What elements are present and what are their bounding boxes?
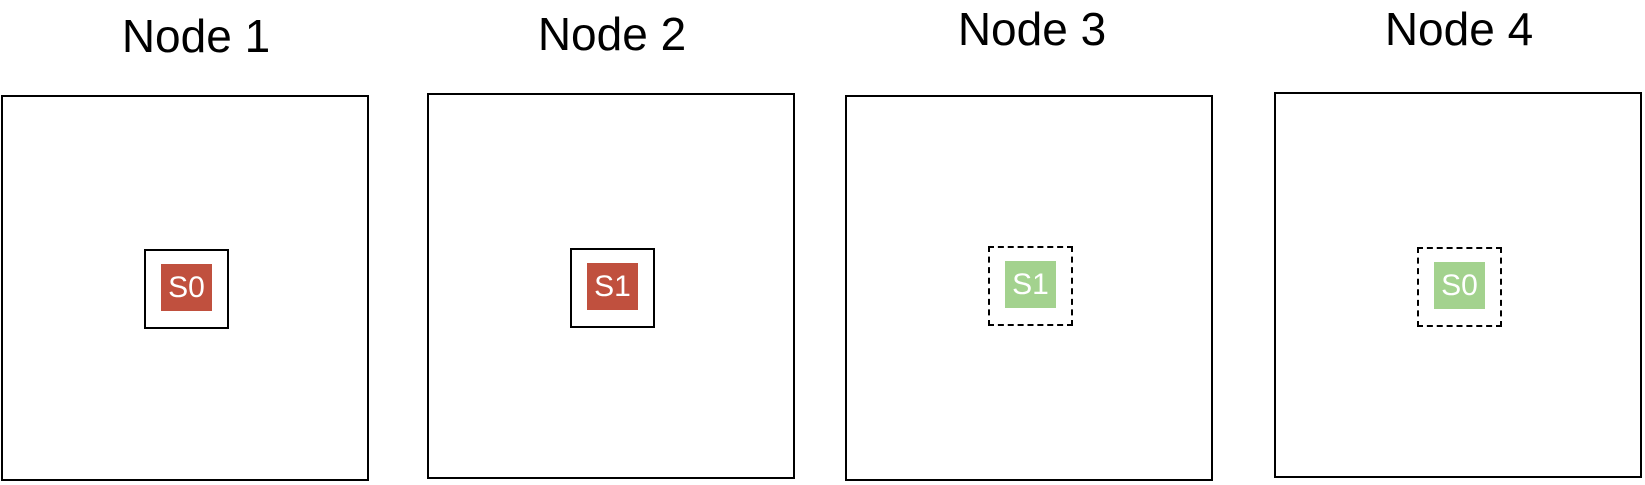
shard-frame-node-1: S0 bbox=[144, 249, 229, 329]
node-4-box: S0 bbox=[1274, 92, 1642, 478]
node-1-box: S0 bbox=[1, 95, 369, 481]
shard-s1-primary: S1 bbox=[587, 263, 638, 310]
shard-s0-replica: S0 bbox=[1434, 262, 1485, 309]
shard-s1-replica: S1 bbox=[1005, 261, 1056, 308]
node-1-title: Node 1 bbox=[121, 10, 271, 62]
shard-frame-node-4: S0 bbox=[1417, 247, 1502, 327]
node-3-box: S1 bbox=[845, 95, 1213, 481]
shard-s0-primary: S0 bbox=[161, 264, 212, 311]
shard-frame-node-3: S1 bbox=[988, 246, 1073, 326]
node-4-title: Node 4 bbox=[1384, 3, 1534, 55]
node-3-title: Node 3 bbox=[957, 3, 1107, 55]
node-2-title: Node 2 bbox=[537, 8, 687, 60]
node-2-box: S1 bbox=[427, 93, 795, 479]
shard-frame-node-2: S1 bbox=[570, 248, 655, 328]
